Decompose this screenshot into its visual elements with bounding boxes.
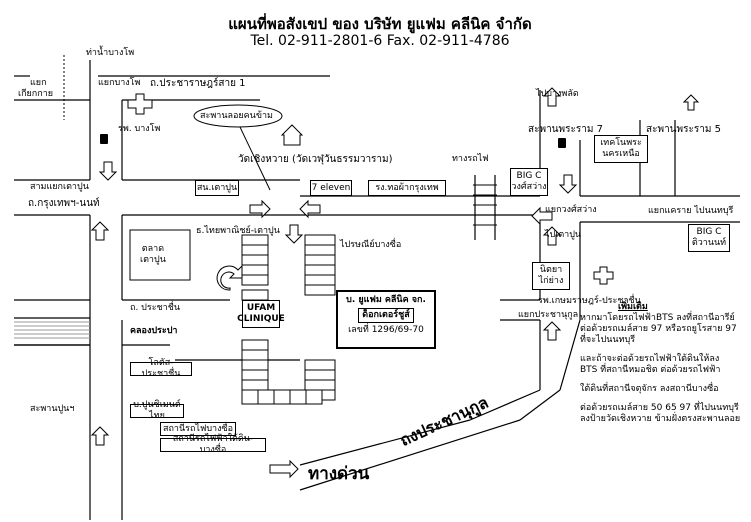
company-address-number: เลขที่ 1296/69-70	[348, 325, 424, 335]
lotus-prachachuen-box: โลตัส-ประชาชื่น	[130, 358, 192, 379]
bangsue-train-station-box: สถานีรถไฟบางซื่อ	[160, 422, 236, 436]
label-pier-poon: สะพานปูนฯ	[30, 404, 75, 414]
nittaya-box: นิตยา ไก่ย่าง	[532, 262, 570, 290]
ufam-clinic-building: UFAM CLINIQUE	[237, 300, 285, 328]
label-krungthep-nont-road: ถ.กรุงเทพฯ-นนท์	[28, 198, 100, 209]
label-yaek-bangpho: แยกบางโพ	[98, 78, 141, 88]
notes-heading: เพิ่มเติม	[618, 302, 648, 312]
label-kasem-hospital: รพ.เกษมราษฎร์-ประชาชื่น	[538, 296, 641, 306]
note-line: ที่จะไปนนทบุรี	[580, 335, 636, 345]
taopoon-police-box: สน.เตาปูน	[195, 180, 239, 196]
map-title: แผนที่พอสังเขป ของ บริษัท ยูแฟม คลีนิค จ…	[228, 15, 532, 33]
label-to-taopoon: ไปเตาปูน	[545, 230, 582, 240]
label-tha-nam: ท่าน้ำบางโพ	[86, 48, 135, 58]
label-kiak-kai: เกียกกาย	[18, 89, 54, 99]
seven-eleven-box: 7 eleven	[310, 180, 352, 196]
label-yaek-wongsawang: แยกวงศ์สว่าง	[545, 205, 597, 215]
bigc-tiwanon-box: BIG C ติวานนท์	[688, 224, 730, 252]
label-railway: ทางรถไฟ	[452, 154, 489, 164]
doctor-shoes-label: ด็อกเตอร์ชูส์	[358, 308, 414, 323]
note-line: ต่อด้วยรถเมล์สาย 50 65 97 ที่ไปนนทบุรี	[580, 403, 739, 413]
company-name: บ. ยูแฟม คลีนิค จก.	[346, 295, 426, 305]
note-line: และถ้าจะต่อด้วยรถไฟฟ้าใต้ดินให้ลง	[580, 354, 720, 364]
note-line: ลงป้ายวัดเชิงหวาย ข้ามฝั่งตรงสะพานลอย	[580, 414, 741, 424]
bigc-wongsawang-box: BIG C วงศ์สว่าง	[510, 168, 548, 196]
label-pedestrian-bridge: สะพานลอยคนข้าม	[200, 111, 273, 121]
note-line: BTS ที่สถานีหมอชิต ต่อด้วยรถไฟฟ้า	[580, 365, 721, 375]
mrt-bangsue-box: สถานีรถไฟฟ้าใต้ดิน-บางซื่อ	[160, 434, 266, 455]
contact-numbers: Tel. 02-911-2801-6 Fax. 02-911-4786	[250, 33, 510, 49]
label-canal: คลองประปา	[130, 326, 178, 336]
label-taopoon-market: ตลาด เตาปูน	[140, 244, 166, 265]
techno-pranakorn-box: เทคโนพระ นครเหนือ	[594, 135, 648, 163]
label-pracharat-road: ถ.ประชาราษฎร์สาย 1	[150, 78, 246, 89]
label-expressway: ทางด่วน	[308, 464, 370, 484]
label-rama7-bridge: สะพานพระราม 7	[528, 124, 603, 135]
label-to-bangphlat: ไปบางพลัด	[536, 89, 579, 99]
pedestrian-bridge-callout	[193, 104, 283, 128]
label-prachachuen-road: ถ. ประชาชื่น	[130, 303, 180, 313]
note-line: ใต้ดินที่สถานีจตุจักร ลงสถานีบางซื่อ	[580, 384, 719, 394]
label-yaek-prachanukul: แยกประชานุกูล	[518, 310, 579, 320]
additional-notes: เพิ่มเติม หากมาโดยรถไฟฟ้าBTS ลงที่สถานีอ…	[580, 302, 750, 425]
label-rama5-bridge: สะพานพระราม 5	[646, 124, 721, 135]
label-bangpho-hospital: รพ. บางโพ	[118, 124, 161, 134]
label-yaek: แยก	[30, 78, 47, 88]
company-address-box: บ. ยูแฟม คลีนิค จก. ด็อกเตอร์ชูส์ เลขที่…	[336, 290, 436, 349]
label-yaek-khae-rai: แยกแคราย ไปนนทบุรี	[648, 206, 734, 216]
note-line: หากมาโดยรถไฟฟ้าBTS ลงที่สถานีอารีย์	[580, 313, 735, 323]
siam-cement-box: บ.ปูนซิเมนต์ไทย	[130, 400, 184, 421]
note-line: ต่อด้วยรถเมล์สาย 97 หรือรถยูโรสาย 97	[580, 324, 737, 334]
label-scb-taopoon: ธ.ไทยพาณิชย์-เตาปูน	[196, 226, 280, 236]
label-temple: วัดเชิงหวาย (วัดเวฬุวันธรรมวาราม)	[238, 154, 393, 165]
label-sam-yaek-taopoon: สามแยกเตาปูน	[30, 182, 89, 192]
label-bangsue-post: ไปรษณีย์บางซื่อ	[340, 240, 402, 250]
textile-factory-box: รง.ทอผ้ากรุงเทพ	[368, 180, 446, 196]
